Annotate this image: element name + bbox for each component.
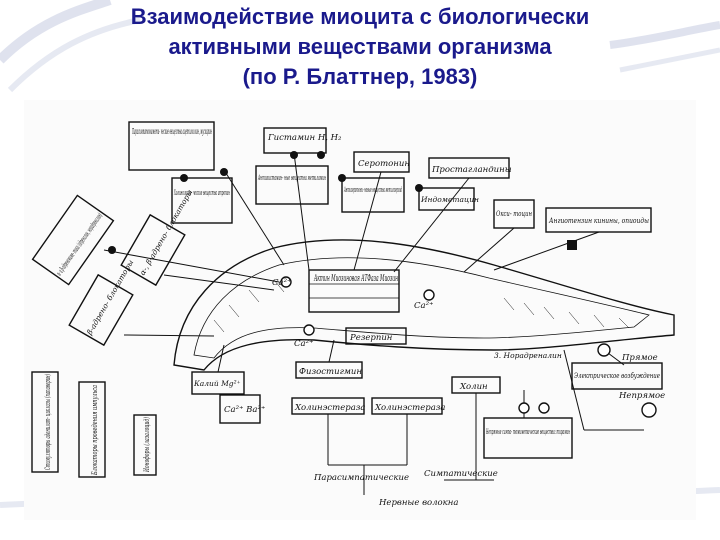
- label-calcium-box: Ca²⁺ Ba²⁺: [224, 405, 265, 415]
- receptor-dot-2: [180, 174, 188, 182]
- box-antiserotonin: [341, 177, 405, 213]
- label-oxytocin: Окси- тоцин: [496, 209, 532, 218]
- box-antihistamine: [255, 165, 329, 205]
- myocyte-outer: [173, 239, 675, 371]
- label-indirect: Непрямое: [618, 391, 665, 401]
- label-indirect-sympath: Непрямые симпа- томиметические вещества:…: [486, 427, 570, 436]
- box-indirect-sympath: [483, 417, 573, 459]
- box-beta-blockers: [68, 273, 134, 347]
- label-reserpine: Резерпин: [349, 333, 392, 343]
- ca-channel-2: [423, 289, 435, 301]
- box-vertical1: [31, 371, 59, 473]
- label-sympathetic: Симпатические: [424, 469, 498, 479]
- box-vertical3: [133, 414, 157, 476]
- box-cholinolytic: [171, 177, 233, 224]
- label-cholinesterase2: Холинэстераза: [374, 403, 445, 413]
- receptor-dot-1: [220, 168, 228, 176]
- label-vertical1: Стимуляторы аденилат- циклазы (папаверин…: [43, 374, 52, 470]
- receptor-dot-7: [108, 246, 116, 254]
- swoosh-top-left-2: [7, 17, 141, 93]
- box-alpha-blockers: [120, 213, 186, 287]
- swoosh-top-right: [609, 21, 720, 49]
- label-nerve-fiber: Нервные волокна: [378, 498, 458, 508]
- title-line-3: (по Р. Блаттнер, 1983): [242, 64, 478, 89]
- label-ca2: Ca²⁺: [414, 301, 433, 311]
- receptor-dot-5: [338, 174, 346, 182]
- label-angiotensin: Ангиотензин кинины, опиоиды: [548, 216, 649, 225]
- receptor-dot-6: [415, 184, 423, 192]
- swoosh-top-right-2: [619, 47, 720, 73]
- box-vertical2: [78, 381, 106, 478]
- electrode-2: [641, 402, 657, 418]
- box-calcium: [219, 394, 261, 424]
- label-choline: Холин: [459, 382, 488, 392]
- label-noradrenaline: 3. Норадреналин: [494, 351, 562, 360]
- ca-channel-1: [280, 276, 292, 288]
- receptor-dot-3: [290, 151, 298, 159]
- receptor-dot-4: [317, 151, 325, 159]
- electrode-3: [518, 402, 530, 414]
- ca-channel-3: [303, 324, 315, 336]
- label-alpha-blockers: α-, β-адрено- блокаторы: [138, 188, 195, 277]
- cell-hatching: [213, 279, 630, 333]
- label-actin: Актин Миозиновая АТФаза Миозин: [314, 273, 398, 284]
- label-histamine: Гистамин H, H₂: [267, 133, 342, 143]
- label-cholinesterase1: Холинэстераза: [294, 403, 365, 413]
- label-vertical2: Блокаторы проведения импульса: [90, 385, 99, 476]
- label-vertical3: Ионофоры (лазалоцид): [142, 417, 151, 473]
- box-alpha-adreno: [31, 194, 115, 286]
- label-ca3: Ca²⁺: [294, 339, 313, 349]
- label-beta-blockers: β-адрено- блокаторы: [84, 258, 135, 337]
- label-electric: Электрическое возбуждение: [574, 371, 660, 380]
- swoosh-top-left: [0, 0, 112, 64]
- label-antihistamine: Антигистамин- ные вещества метиламин: [258, 173, 326, 182]
- receptor-block: [567, 240, 577, 250]
- label-indometacin: Индометацин: [420, 195, 479, 204]
- label-parasympathetic: Парасимпатические: [313, 473, 409, 483]
- label-eserine: Физостигмин: [299, 367, 362, 377]
- label-cholinolytic: Холинолити- ческие вещества атропин: [174, 188, 230, 197]
- slide-title: Взаимодействие миоцита с биологически ак…: [60, 2, 660, 92]
- box-indometacin: [418, 187, 475, 211]
- box-electric: [571, 362, 663, 390]
- title-line-1: Взаимодействие миоцита с биологически: [130, 4, 590, 29]
- myocyte-diagram: Актин Миозиновая АТФаза Миозин Парасимпа…: [24, 100, 696, 520]
- label-potassium: Калий Mg²⁺: [193, 379, 241, 388]
- box-serotonin: [353, 151, 410, 173]
- label-ca1: Ca²⁺: [272, 278, 291, 288]
- label-serotonin: Серотонин: [358, 159, 410, 169]
- box-parasympathomimetic: [128, 121, 215, 171]
- electrode-1: [597, 343, 611, 357]
- diagram-svg: Актин Миозиновая АТФаза Миозин Парасимпа…: [31, 121, 675, 508]
- box-reserpine: [345, 327, 407, 345]
- label-direct: Прямое: [621, 353, 658, 363]
- electrode-4: [538, 402, 550, 414]
- label-parasympathomimetic: Парасимпатомимети- ческие вещества ацети…: [132, 127, 212, 137]
- title-line-2: активными веществами организма: [168, 34, 552, 59]
- label-prostaglandins: Простагландины: [431, 165, 512, 175]
- label-antiserotonin: Антисеротони- новые вещества метилсергид: [344, 185, 402, 194]
